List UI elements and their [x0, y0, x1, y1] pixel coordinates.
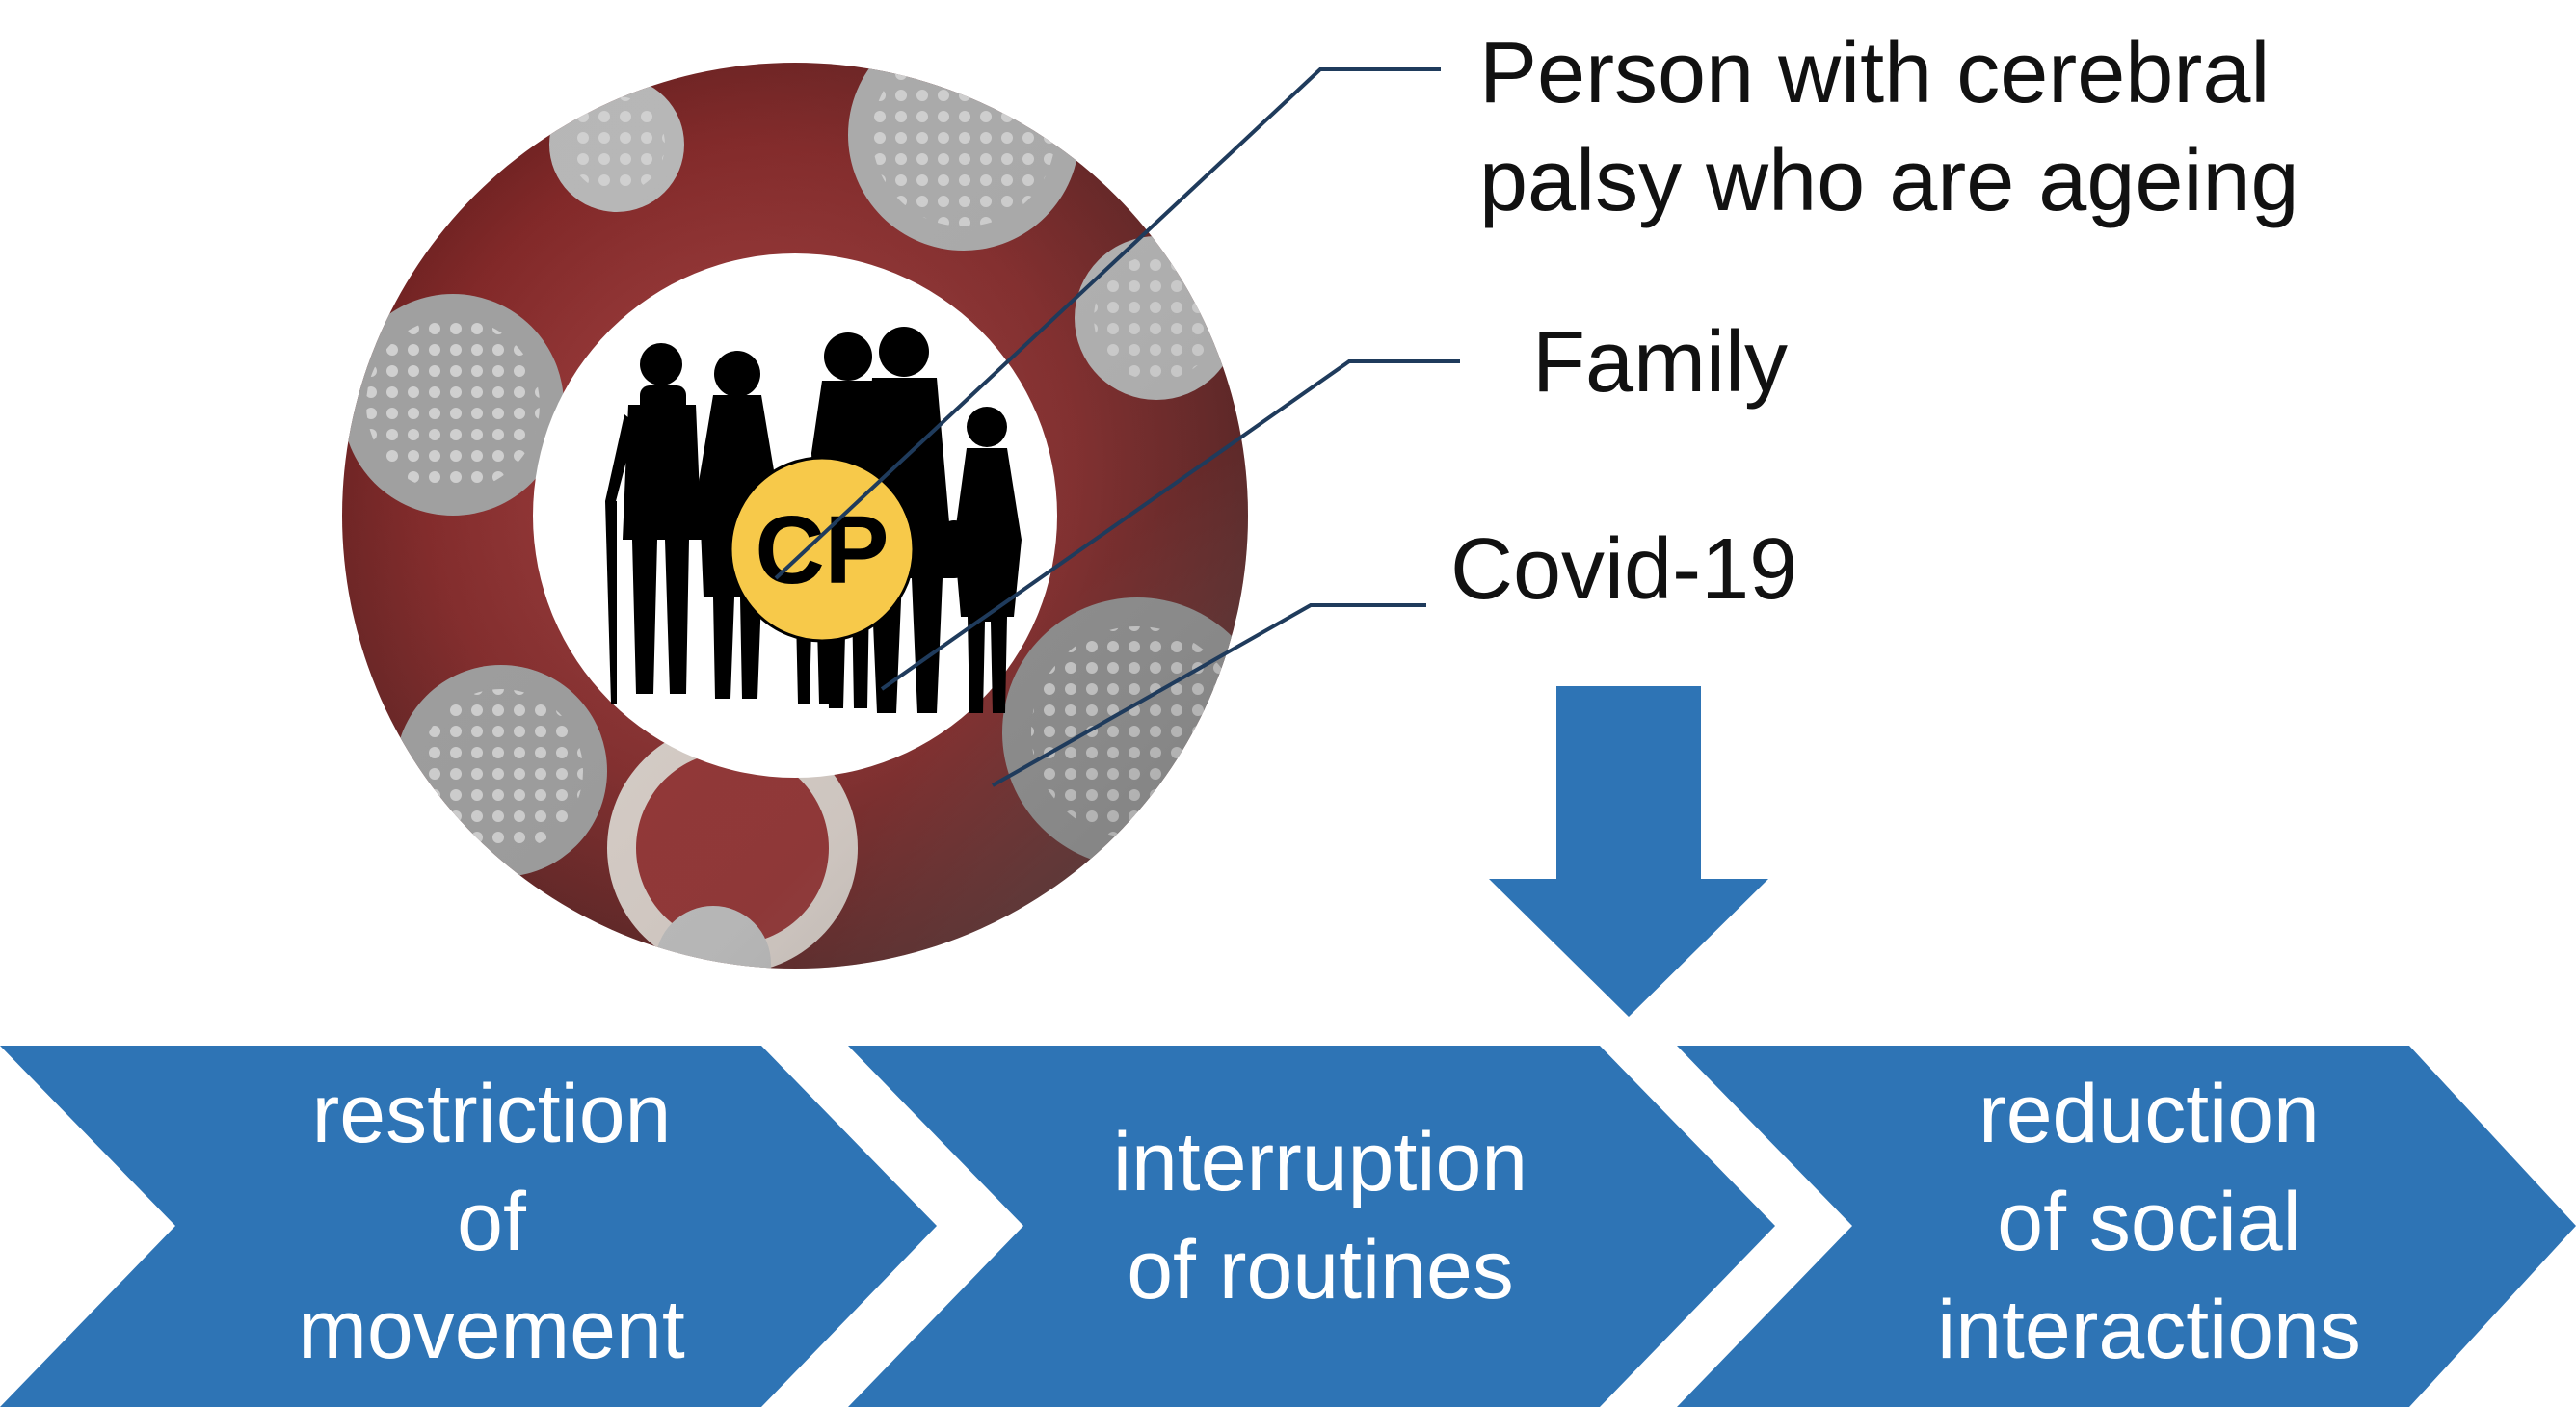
- label-covid-19: Covid-19: [1450, 521, 1798, 618]
- chevron-label-line: restriction: [311, 1068, 672, 1160]
- chevron-label-reduction: reduction of social interactions: [1850, 1060, 2448, 1384]
- chevron-label-line: interactions: [1937, 1284, 2361, 1376]
- chevron-label-line: of social: [1997, 1176, 2301, 1268]
- label-family: Family: [1532, 314, 1788, 411]
- process-chevrons: [0, 1046, 2576, 1407]
- label-line: palsy who are ageing: [1479, 133, 2299, 229]
- chevron-label-line: of: [457, 1176, 526, 1268]
- chevron-label-line: interruption: [1112, 1116, 1528, 1208]
- chevron-interruption-of-routines: [848, 1046, 1775, 1407]
- label-line: Person with cerebral: [1479, 25, 2271, 121]
- boy-figure: [933, 407, 1022, 713]
- chevron-restriction-of-movement: [0, 1046, 937, 1407]
- chevron-label-line: reduction: [1978, 1068, 2320, 1160]
- chevron-label-interruption: interruption of routines: [1022, 1108, 1619, 1324]
- leader-line-family: [880, 359, 1460, 691]
- chevron-label-restriction: restriction of movement: [202, 1060, 781, 1384]
- cp-badge-text: CP: [756, 496, 890, 604]
- virus-particles: [342, 63, 1248, 969]
- down-arrow: [1489, 686, 1768, 1017]
- elderly-man-figure: [605, 343, 702, 704]
- leader-line-person: [774, 67, 1441, 580]
- chevron-label-line: movement: [298, 1284, 685, 1376]
- chevron-reduction-of-social-interactions: [1677, 1046, 2576, 1407]
- chevron-label-line: of routines: [1127, 1224, 1514, 1316]
- label-person-with-cerebral-palsy: Person with cerebral palsy who are agein…: [1479, 19, 2299, 235]
- cp-badge: CP: [729, 456, 916, 643]
- leader-lines: [774, 67, 1460, 787]
- leader-line-covid: [992, 603, 1426, 787]
